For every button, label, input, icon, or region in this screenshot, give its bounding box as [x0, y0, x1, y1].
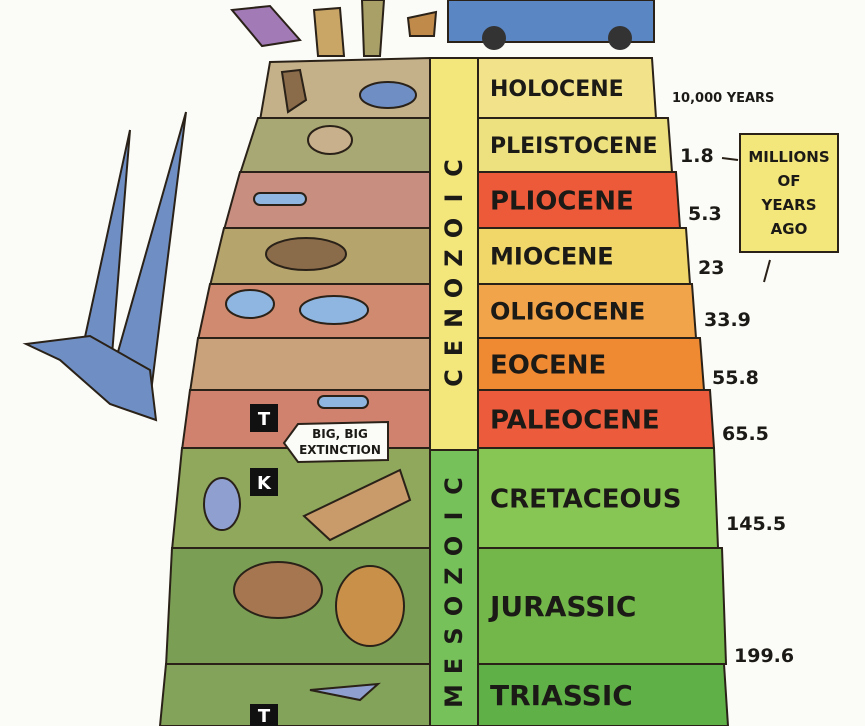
callout-arrow-icon-2 [764, 260, 770, 282]
epoch-label: CRETACEOUS [490, 484, 681, 514]
age-label: 33.9 [704, 309, 751, 331]
skull-fossil-icon-3 [266, 238, 346, 270]
age-label: 65.5 [722, 423, 769, 445]
dog-icon [314, 8, 344, 56]
epoch-band-pliocene: PLIOCENE [478, 172, 680, 228]
epoch-band-pleistocene: PLEISTOCENE [478, 118, 672, 172]
dinosaur-skull-icon-2 [234, 562, 322, 618]
epoch-band-jurassic: JURASSIC [478, 548, 726, 664]
epoch-label: OLIGOCENE [490, 298, 645, 326]
epoch-label: JURASSIC [488, 590, 636, 623]
bone-icon-2 [318, 396, 368, 408]
epoch-label: PLIOCENE [490, 186, 634, 216]
era-letter: Z [440, 567, 468, 584]
epoch-band-triassic: TRIASSIC [478, 664, 728, 726]
era-letter: O [440, 536, 468, 556]
epoch-band-eocene: EOCENE [478, 338, 704, 390]
age-label: 145.5 [726, 513, 786, 535]
era-letter: C [440, 159, 468, 177]
era-letter: I [440, 194, 468, 203]
era-letter: E [440, 340, 468, 356]
bone-icon [254, 193, 306, 205]
millions-of-years-callout: MILLIONS OF YEARS AGO [722, 134, 838, 282]
person-icon [362, 0, 384, 56]
marker-k: K [257, 473, 272, 494]
era-letter: Z [440, 249, 468, 266]
era-letter: S [440, 627, 468, 644]
top-scene [232, 0, 654, 56]
extinction-line-2: EXTINCTION [299, 443, 381, 457]
age-label: 55.8 [712, 367, 759, 389]
pterosaur-icon [26, 112, 186, 420]
leaf-fossil-icon [336, 566, 404, 646]
geologist-icon [232, 6, 300, 46]
era-column [430, 58, 478, 726]
epoch-band-paleocene: PALEOCENE [478, 390, 714, 448]
epoch-label: EOCENE [490, 350, 606, 380]
callout-line-4: AGO [771, 220, 808, 238]
epoch-label: PALEOCENE [490, 405, 660, 435]
callout-arrow-icon [722, 158, 738, 160]
rabbit-icon [408, 12, 436, 36]
era-letter: N [440, 308, 468, 328]
era-letter: O [440, 278, 468, 298]
epoch-band-holocene: HOLOCENE [478, 58, 656, 118]
epoch-band-cretaceous: CRETACEOUS [478, 448, 718, 548]
extinction-bubble: BIG, BIG EXTINCTION [284, 422, 388, 462]
epoch-label: HOLOCENE [490, 77, 624, 102]
age-label: 23 [698, 257, 724, 279]
era-letter: O [440, 596, 468, 616]
extinction-line-1: BIG, BIG [312, 427, 368, 441]
epoch-band-miocene: MIOCENE [478, 228, 690, 284]
age-label: 5.3 [688, 203, 722, 225]
marker-t: T [258, 409, 271, 430]
callout-line-1: MILLIONS [748, 148, 829, 166]
era-letter: I [440, 512, 468, 521]
epoch-label: PLEISTOCENE [490, 134, 658, 159]
fish-fossil-icon [360, 82, 416, 108]
skull-fossil-icon-2 [308, 126, 352, 154]
skull-fossil-icon-4 [226, 290, 274, 318]
callout-line-3: YEARS [760, 196, 816, 214]
ammonite-icon [204, 478, 240, 530]
epoch-label: MIOCENE [490, 243, 614, 271]
era-letter: C [440, 369, 468, 387]
epoch-label: TRIASSIC [490, 679, 633, 712]
era-letter: E [440, 658, 468, 674]
age-label: 1.8 [680, 145, 714, 167]
era-letter: O [440, 218, 468, 238]
age-label: 10,000 YEARS [672, 91, 774, 106]
epoch-band-oligocene: OLIGOCENE [478, 284, 696, 338]
era-letter: M [440, 684, 468, 708]
bone-fossil-icon [300, 296, 368, 324]
age-label: 199.6 [734, 645, 794, 667]
marker-t-lower: T [258, 706, 271, 726]
wheel-icon [482, 26, 506, 50]
era-letter: C [440, 477, 468, 495]
callout-line-2: OF [778, 172, 801, 190]
wheel-icon-2 [608, 26, 632, 50]
